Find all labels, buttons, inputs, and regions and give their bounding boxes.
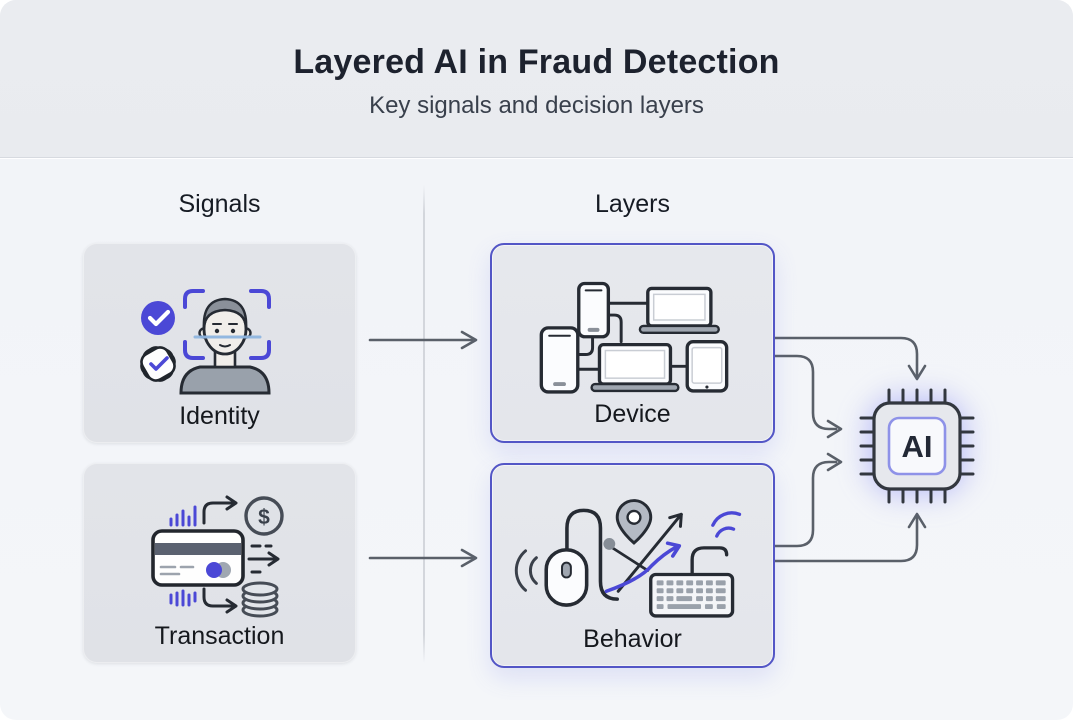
ai-chip-label: AI xyxy=(902,429,933,464)
face-scan-icon xyxy=(179,289,271,395)
mouse-icon xyxy=(544,548,589,607)
chip-pins xyxy=(859,388,975,504)
smartphone-icon xyxy=(577,281,611,339)
identity-card: Identity xyxy=(83,243,356,443)
wifi-arcs-icon-2 xyxy=(711,511,742,538)
credit-card-icon xyxy=(151,529,245,587)
identity-card-art xyxy=(140,289,271,395)
location-pin-icon xyxy=(615,499,653,545)
dollar-coin-icon: $ xyxy=(244,496,284,536)
transaction-card: $ Transaction xyxy=(83,463,356,663)
behavior-card-label: Behavior xyxy=(583,625,682,653)
gesture-path-icon xyxy=(565,508,650,601)
arrow-behavior-to-chip-bottom xyxy=(773,512,927,563)
device-card: Device xyxy=(490,243,775,443)
page-title: Layered AI in Fraud Detection xyxy=(293,43,780,81)
trend-arrow-icon xyxy=(604,512,683,594)
page-subtitle: Key signals and decision layers xyxy=(369,92,704,119)
transaction-card-art: $ xyxy=(151,495,284,618)
keyboard-swipe-icon xyxy=(690,546,729,575)
arrow-device-to-chip-left xyxy=(773,354,843,439)
behavior-card-art xyxy=(514,499,742,618)
network-links-icon xyxy=(576,301,689,371)
tablet-icon xyxy=(685,340,729,393)
identity-card-label: Identity xyxy=(179,402,260,430)
verified-badge-icon xyxy=(140,346,176,382)
device-card-label: Device xyxy=(594,400,671,428)
signal-bars-icon xyxy=(169,505,197,607)
keyboard-icon xyxy=(649,572,735,618)
transfer-arrow-icon xyxy=(202,495,280,614)
column-divider xyxy=(423,185,425,663)
check-circle-icon xyxy=(141,301,175,335)
behavior-card: Behavior xyxy=(490,463,775,668)
layers-column-header: Layers xyxy=(594,190,671,218)
arrow-device-to-chip-top xyxy=(773,336,927,381)
laptop-icon-2 xyxy=(590,342,680,393)
dollar-symbol: $ xyxy=(258,506,270,529)
signals-column-header: Signals xyxy=(178,190,261,218)
wifi-arcs-icon xyxy=(514,549,538,592)
smartphone-icon-2 xyxy=(539,326,580,394)
device-card-art xyxy=(539,281,729,394)
header: Layered AI in Fraud Detection Key signal… xyxy=(0,0,1073,158)
transaction-card-label: Transaction xyxy=(154,622,285,650)
ai-chip-icon: AI xyxy=(859,388,975,504)
arrow-behavior-to-chip-left xyxy=(773,452,843,548)
laptop-icon xyxy=(638,286,720,334)
coin-stack-icon xyxy=(241,581,279,618)
